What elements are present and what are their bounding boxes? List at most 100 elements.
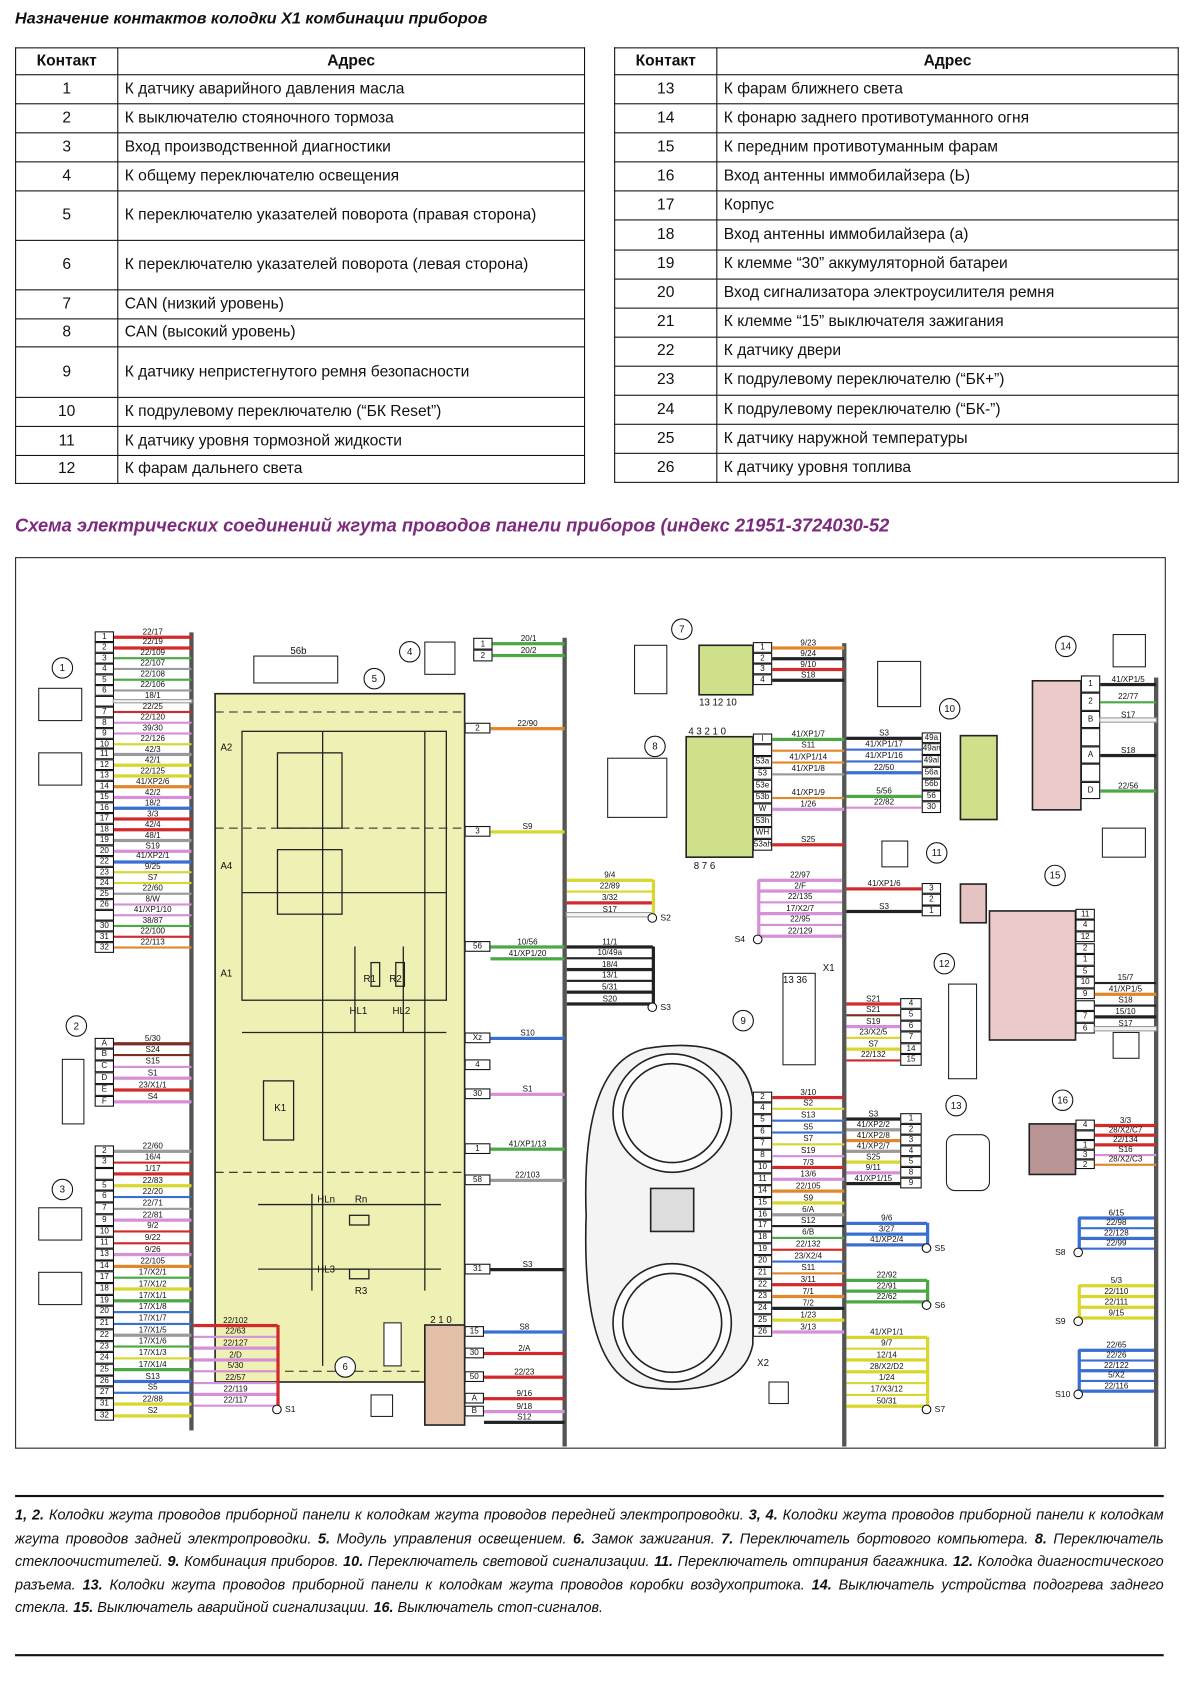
connector-pin: B [1080,710,1101,729]
contact-number: 12 [15,454,119,484]
wire [772,678,845,682]
wire-label: 6/A [802,1204,815,1214]
connector-pin: 12 [94,759,115,771]
connector-pin: 3 [1075,1149,1095,1160]
wire-label: 17/X3/12 [870,1384,903,1394]
wire-label: S7 [868,1038,879,1049]
wire [846,1243,928,1247]
wire [772,1107,845,1111]
connector-pin: 7 [94,1202,115,1215]
contact-address: Корпус [716,190,1179,221]
connector-pin: 8 [752,1149,773,1162]
caption-item-text: Колодки жгута проводов приборной панели … [15,1506,1164,1547]
contact-number: 1 [15,74,119,105]
wire-label: 48/1 [144,829,161,840]
splice-point [647,1002,658,1013]
wire-label: 22/81 [142,1209,163,1220]
wire-label: 22/125 [140,765,166,776]
connector-pin: 6 [752,1126,773,1139]
wire-label: 41/XP2/7 [856,1140,890,1151]
caption-item-text: Модуль управления освещением. [330,1529,574,1547]
caption-item-text: Колодки жгута проводов приборной панели … [102,1576,812,1593]
splice-label: S10 [1055,1389,1071,1400]
wire-label: 28/X2/C3 [1108,1154,1143,1165]
wire [846,1404,928,1408]
wire-label: S5 [803,1121,814,1132]
wire [846,736,922,740]
wire-label: 41/XP1/5 [1111,673,1145,684]
wire-label: 22/88 [142,1393,163,1404]
component-callout: 1 [51,657,74,679]
wire-label: 22/120 [140,712,166,722]
wire [114,1333,192,1337]
splice-point [1073,1389,1084,1400]
wire-label: 22/103 [515,1169,540,1180]
wire [114,1310,192,1314]
wire [483,1409,565,1413]
wire [846,1393,928,1397]
connector-pin: C [94,1060,115,1073]
wire [1078,1316,1155,1320]
wire-label: 22/110 [1104,1285,1129,1296]
caption-item-number: 12. [952,1553,973,1570]
connector-pin: 3 [94,1156,115,1169]
wire [772,1224,845,1228]
wire-label: 22/135 [787,891,813,902]
wire [114,1356,192,1360]
connector-pin: 24 [94,1352,115,1364]
contact-number: 26 [614,453,718,484]
wire [772,667,845,671]
wire-label: 6/B [802,1227,815,1238]
wire [651,879,655,919]
wire [490,1268,565,1271]
wire [772,1260,845,1263]
wire [114,924,192,928]
wire-label: 41/XP1/6 [867,878,901,888]
connector-pin: 3 [900,1134,922,1146]
wire-label: 9/2 [147,1221,159,1231]
connector-pin: 2 [1075,1159,1095,1170]
connector-pin: 56 [464,941,491,952]
wire-label: 17/X2/7 [786,903,815,913]
component-callout: 8 [644,735,666,758]
wire-label: 1/26 [800,798,817,809]
contact-address: К датчику аварийного давления масла [117,74,586,105]
diagram-label: X2 [757,1357,769,1369]
connector-pin [94,695,115,707]
wire [926,1336,929,1411]
connector-pin: 15 [94,791,115,803]
wire-label: 9/23 [800,637,817,647]
wire-label: 10/49a [597,947,623,958]
wire-label: 41/XP1/5 [1108,983,1143,994]
wire-label: 9/11 [865,1162,881,1172]
wire [772,772,845,776]
wire [114,1276,192,1280]
wire [565,912,654,917]
wire [114,1391,192,1395]
connector-pin: 2 [94,1145,115,1157]
wire [114,1368,192,1372]
contact-number: 8 [15,318,119,348]
splice-label: S8 [1055,1247,1066,1257]
connector-pin: 2 [900,1123,922,1135]
component-callout: 7 [671,618,693,640]
wire-label: 10/56 [517,936,538,946]
connector-pin: B [464,1405,484,1417]
wire [772,843,845,847]
wire [772,1330,845,1334]
component-callout: 9 [732,1009,754,1032]
wire [566,878,653,882]
wire-label: 22/19 [142,637,163,647]
wire-label: 42/2 [144,786,161,797]
wire [772,761,845,765]
wire [114,1149,192,1153]
connector-pin: 11 [752,1173,773,1185]
wire-label: 2/D [229,1349,242,1359]
connector-pin: 20 [752,1255,773,1267]
wiper-switch-body [685,735,754,858]
wire [114,796,192,799]
